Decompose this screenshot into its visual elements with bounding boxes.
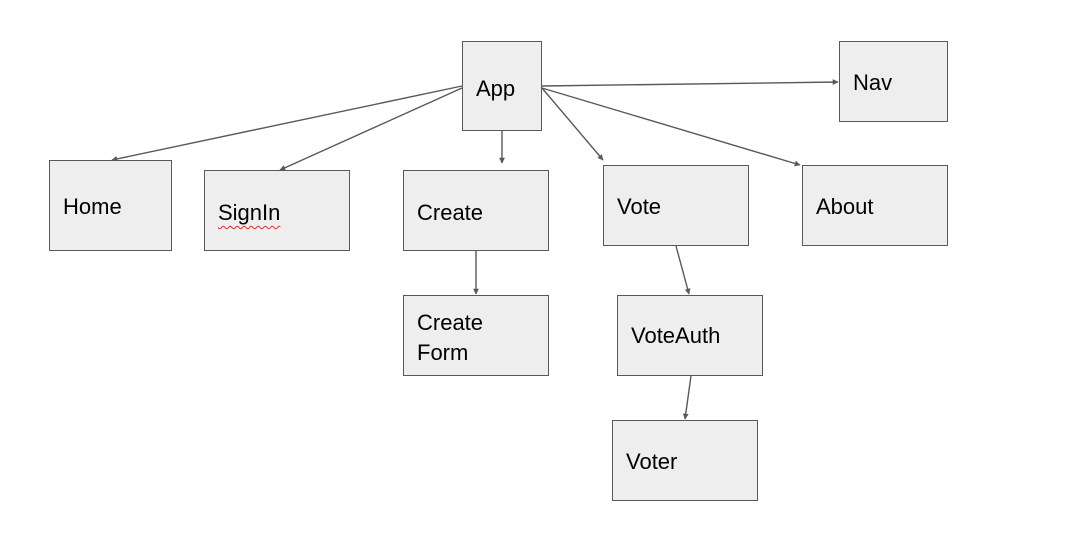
node-voteauth-label: VoteAuth xyxy=(631,323,721,348)
node-app-label: App xyxy=(476,76,516,101)
node-voteauth[interactable]: VoteAuth xyxy=(617,295,763,376)
node-app[interactable]: App xyxy=(462,41,542,131)
node-home[interactable]: Home xyxy=(49,160,172,251)
node-home-label: Home xyxy=(63,194,122,219)
node-voter-label: Voter xyxy=(626,449,678,474)
node-create[interactable]: Create xyxy=(403,170,549,251)
node-about-label: About xyxy=(816,194,874,219)
edge-app-nav xyxy=(541,79,839,87)
node-signin-label: SignIn xyxy=(218,200,281,225)
edge-app-vote xyxy=(541,87,604,161)
node-create-label: Create xyxy=(417,200,484,225)
node-create-form[interactable]: Create Form xyxy=(403,295,549,376)
edge-app-home xyxy=(111,85,463,162)
edge-app-about xyxy=(541,87,801,167)
node-nav-label: Nav xyxy=(853,70,893,95)
node-about[interactable]: About xyxy=(802,165,948,246)
node-voter[interactable]: Voter xyxy=(612,420,758,501)
node-signin[interactable]: SignIn xyxy=(204,170,350,251)
edge-voteauth-voter xyxy=(682,375,692,420)
edge-app-signin xyxy=(279,87,463,171)
node-vote[interactable]: Vote xyxy=(603,165,749,246)
edge-vote-voteauth xyxy=(675,245,691,295)
node-vote-label: Vote xyxy=(617,194,662,219)
node-create-form-label: Create Form xyxy=(417,310,484,365)
node-nav[interactable]: Nav xyxy=(839,41,948,122)
